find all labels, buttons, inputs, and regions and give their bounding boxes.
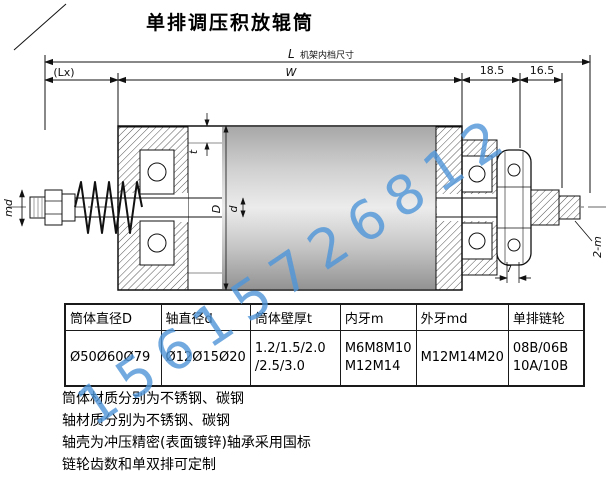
- note-line-3: 轴壳为冲压精密(表面镀锌)轴承采用国标: [62, 435, 311, 451]
- bearing-ball-icon: [507, 163, 521, 177]
- bearing-ball-icon: [507, 238, 521, 252]
- col-header-tube-diameter: 筒体直径D: [64, 303, 162, 331]
- cell-line: M12M14M20: [420, 349, 504, 365]
- left-spring-assembly: [19, 181, 143, 234]
- corner-mark: [13, 3, 67, 51]
- cell-line: Ø12Ø15Ø20: [165, 349, 246, 365]
- sprocket-assembly: [495, 149, 593, 283]
- cell-sprocket: 08B/06B 10A/10B: [507, 329, 585, 387]
- dimension-labels: L 机架内档尺寸 (Lx) W 18.5 16.5 md t D d 7 2-m: [2, 47, 604, 275]
- col-header-outer-thread: 外牙md: [415, 303, 509, 331]
- cell-line: M12M14: [344, 358, 401, 374]
- technical-drawing: L 机架内档尺寸 (Lx) W 18.5 16.5 md t D d 7 2-m: [2, 3, 606, 291]
- spec-table-header-row: 筒体直径D 轴直径d 筒体壁厚t 内牙m 外牙md 单排链轮: [64, 303, 585, 331]
- dim-d-label: d: [227, 204, 240, 212]
- hex-nut: [44, 189, 63, 226]
- bearing-ball-icon: [147, 233, 167, 253]
- cell-line: 1.2/1.5/2.0: [254, 340, 326, 356]
- cell-line: 10A/10B: [512, 358, 569, 374]
- note-line-1: 筒体材质分别为不锈钢、碳钢: [62, 391, 244, 407]
- cell-line: Ø50Ø60Ø79: [70, 349, 151, 365]
- roller-tube-outline: [117, 125, 463, 291]
- bearing-ball-icon: [468, 165, 486, 183]
- cell-line: M6M8M10: [344, 340, 412, 356]
- col-header-shaft-diameter: 轴直径d: [160, 303, 251, 331]
- cell-line: 08B/06B: [512, 340, 569, 356]
- dim-t-label: t: [187, 149, 200, 154]
- dim-7-label: 7: [506, 264, 512, 275]
- cell-shaft-diameter: Ø12Ø15Ø20: [160, 329, 251, 387]
- cell-inner-thread: M6M8M10 M12M14: [339, 329, 417, 387]
- dim-D-label: D: [210, 205, 223, 213]
- roller-assembly: [117, 125, 498, 291]
- shaft-end: [558, 195, 581, 220]
- note-line-4: 链轮齿数和单双排可定制: [62, 457, 216, 473]
- bearing-ball-icon: [147, 162, 167, 182]
- dim-L-label: L: [288, 47, 295, 61]
- roller-tube-surface: [222, 127, 436, 289]
- dim-W-label: W: [286, 66, 298, 79]
- dim-Lx-label: (Lx): [53, 66, 74, 79]
- dim-D-d-lines: [223, 125, 246, 291]
- dim-L-note: 机架内档尺寸: [300, 49, 354, 61]
- col-header-inner-thread: 内牙m: [339, 303, 417, 331]
- note-line-2: 轴材质分别为不锈钢、碳钢: [62, 413, 230, 429]
- dim-18-5-label: 18.5: [480, 64, 505, 77]
- spec-table: 筒体直径D 轴直径d 筒体壁厚t 内牙m 外牙md 单排链轮 Ø50Ø60Ø79…: [64, 303, 586, 387]
- bearing-ball-icon: [468, 232, 486, 250]
- spring: [74, 181, 143, 234]
- cell-line: /2.5/3.0: [254, 358, 305, 374]
- cell-outer-thread: M12M14M20: [415, 329, 509, 387]
- drawing-title: 单排调压积放辊筒: [146, 12, 315, 34]
- washer: [61, 193, 76, 222]
- dim-16-5-label: 16.5: [530, 64, 555, 77]
- col-header-sprocket: 单排链轮: [507, 303, 585, 331]
- right-bearing-cap: [435, 126, 498, 291]
- left-bearing-cap: [117, 126, 189, 291]
- spec-table-data-row: Ø50Ø60Ø79 Ø12Ø15Ø20 1.2/1.5/2.0 /2.5/3.0…: [64, 329, 585, 387]
- dimension-lines: [44, 55, 591, 193]
- notes: 筒体材质分别为不锈钢、碳钢 轴材质分别为不锈钢、碳钢 轴壳为冲压精密(表面镀锌)…: [62, 388, 311, 476]
- threaded-stub: [29, 196, 46, 219]
- cell-tube-diameter: Ø50Ø60Ø79: [64, 329, 162, 387]
- col-header-wall-thickness: 筒体壁厚t: [249, 303, 341, 331]
- dim-md-label: md: [2, 198, 15, 217]
- dim-2m-label: 2-m: [591, 236, 604, 258]
- cell-wall-thickness: 1.2/1.5/2.0 /2.5/3.0: [249, 329, 341, 387]
